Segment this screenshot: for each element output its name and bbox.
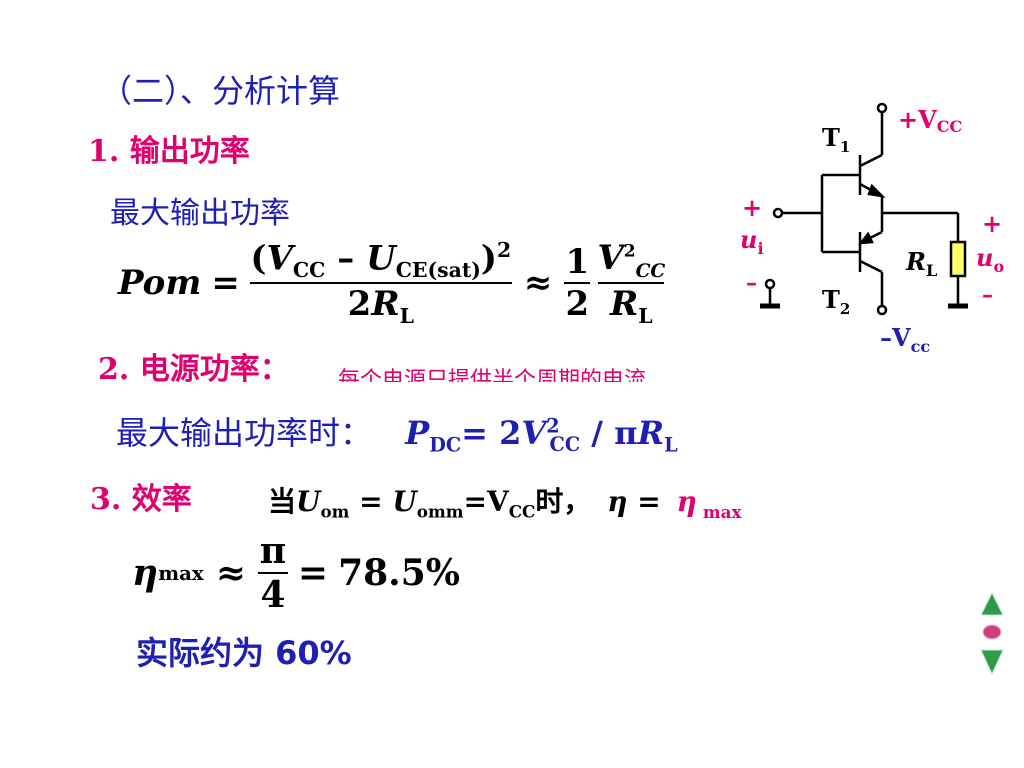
pom-numerator: (VCC – UCE(sat))2: [250, 238, 512, 283]
prev-slide-button[interactable]: [978, 590, 1006, 618]
item2-heading: 2. 电源功率：: [98, 344, 290, 388]
uo-minus: –: [982, 282, 993, 308]
item3-number: 3.: [90, 482, 122, 517]
pom-denominator: 2RL: [347, 284, 414, 328]
section-title: （二）、分析计算: [100, 72, 341, 110]
t2-label: T2: [822, 285, 850, 318]
item2-overlay-clip: 每个电源只提供半个周期的电流: [338, 366, 738, 382]
next-slide-button[interactable]: [978, 646, 1006, 678]
rl-label: RL: [905, 247, 937, 280]
item1-number: 1.: [88, 134, 120, 169]
pom-approx: ≈: [523, 262, 553, 303]
vcc-pos-label: +VCC: [898, 105, 962, 136]
vcc-neg-label: –Vcc: [880, 323, 930, 356]
pdc-label: 最大输出功率时：: [116, 414, 373, 452]
actual-efficiency: 实际约为 60%: [136, 634, 352, 672]
item3-heading: 3. 效率: [90, 474, 192, 518]
item1-heading: 1. 输出功率: [88, 126, 250, 170]
uo-label: uo: [976, 243, 1004, 276]
vcc-rl-fraction: V2CC RL: [597, 238, 666, 328]
item1-title: 输出功率: [129, 134, 250, 169]
item3-title: 效率: [131, 482, 192, 517]
home-button[interactable]: [980, 622, 1004, 642]
push-pull-circuit: +VCC T1 T2 –Vcc + ui – + uo – RL: [740, 102, 1004, 356]
item2-overlay-text: 每个电源只提供半个周期的电流: [338, 368, 647, 382]
ui-plus: +: [742, 193, 762, 222]
pdc-line: 最大输出功率时： PDC= 2V2CC / πRL: [116, 414, 678, 457]
item2-title: 电源功率：: [139, 352, 290, 387]
pom-eq: =: [211, 262, 240, 303]
uo-plus: +: [982, 209, 1002, 238]
t1-label: T1: [822, 123, 850, 156]
ui-minus: –: [746, 270, 757, 296]
pom-lhs: Pom: [118, 262, 202, 303]
item2-number: 2.: [98, 352, 130, 387]
item1-subtitle: 最大输出功率: [110, 196, 290, 231]
ui-label: ui: [740, 225, 764, 258]
pom-fraction: (VCC – UCE(sat))2 2RL: [249, 238, 512, 328]
